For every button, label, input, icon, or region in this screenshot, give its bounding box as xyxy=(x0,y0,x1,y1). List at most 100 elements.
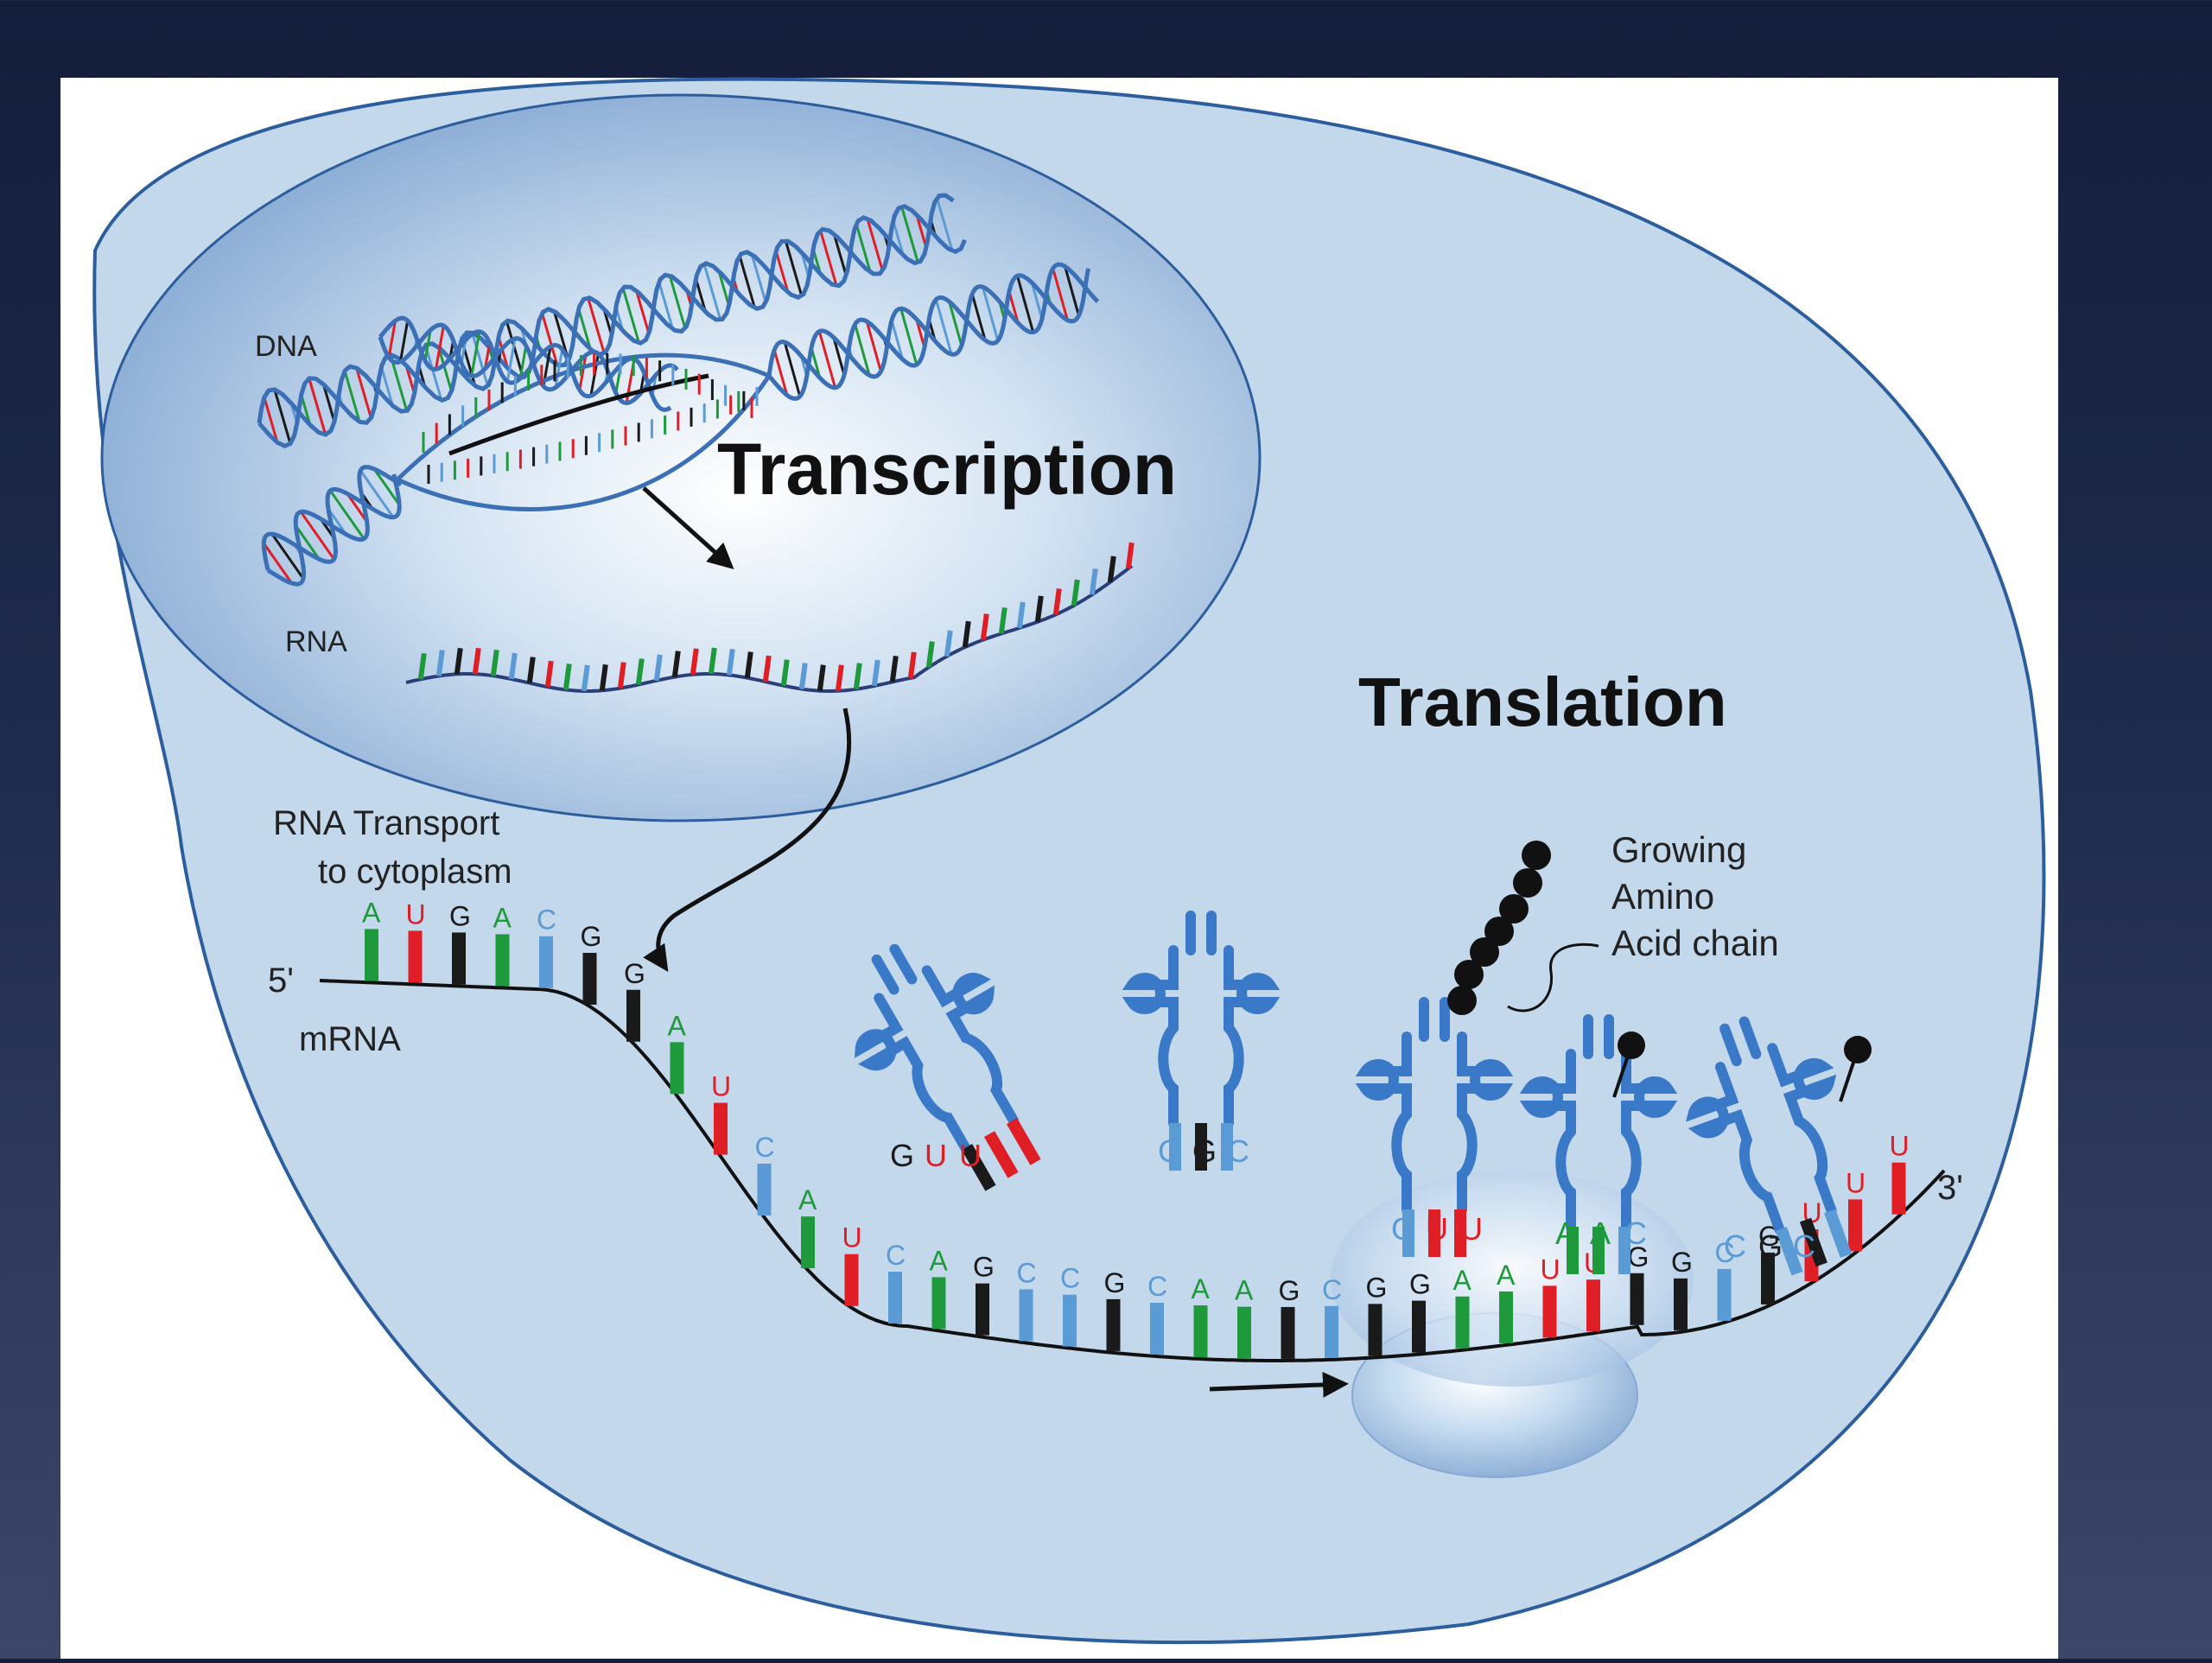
rna-base xyxy=(1107,555,1116,583)
trna-anticodon-letter: C xyxy=(1227,1133,1249,1169)
mrna-base-letter: A xyxy=(1192,1273,1211,1304)
trna-anticodon-base xyxy=(1402,1209,1414,1257)
mrna-base xyxy=(1412,1300,1426,1353)
rna-base xyxy=(1125,542,1135,569)
mrna-base-letter: A xyxy=(1235,1275,1254,1306)
dna-base-pair xyxy=(270,533,305,580)
trna-anticodon-letter: A xyxy=(1555,1216,1576,1251)
dna-base-pair xyxy=(1007,290,1020,324)
trna-anticodon-letter: G xyxy=(890,1138,914,1173)
dna-base-pair xyxy=(892,219,905,256)
dna-base-pair xyxy=(915,318,926,348)
mrna-base-letter: U xyxy=(711,1071,731,1102)
dna-strand xyxy=(257,204,967,437)
rna-base xyxy=(1052,588,1062,615)
trna-body xyxy=(854,943,1019,1153)
trna-anticodon-letter: U xyxy=(925,1138,947,1173)
mrna-base-letter: A xyxy=(1497,1260,1516,1291)
dna-base-pair xyxy=(398,320,410,362)
trna-body xyxy=(1355,997,1514,1215)
growing-chain-label-line2: Amino xyxy=(1611,876,1714,917)
mrna-base xyxy=(626,989,640,1042)
dna-helix-lower-right xyxy=(766,262,1100,402)
trna-anticodon-base xyxy=(1428,1209,1440,1257)
mrna-base xyxy=(714,1102,728,1155)
rna-base xyxy=(472,647,481,675)
dna-base-pair xyxy=(915,214,928,249)
rna-base xyxy=(744,651,753,679)
amino-acid xyxy=(1618,1031,1645,1059)
mrna-base xyxy=(1325,1305,1338,1358)
dna-base-pair xyxy=(784,240,804,297)
transcription-arrow xyxy=(642,486,734,570)
translation-label: Translation xyxy=(1358,663,1727,740)
mrna-backbone xyxy=(319,979,1946,1362)
trna-anticodon-base xyxy=(1567,1227,1579,1274)
mrna-base xyxy=(1368,1304,1382,1356)
rna-base xyxy=(889,655,899,682)
rna-base xyxy=(490,649,499,676)
mrna-base-letter: C xyxy=(755,1132,775,1163)
trna-body xyxy=(1122,911,1281,1128)
rna-base xyxy=(653,654,663,682)
dna-base-pair xyxy=(866,218,884,271)
trna xyxy=(1519,1014,1678,1274)
dna-base-pair xyxy=(694,278,707,313)
trna-body xyxy=(1519,1014,1678,1232)
mrna-base-letter: G xyxy=(1279,1275,1300,1306)
mrna-base xyxy=(757,1163,772,1216)
rna-base xyxy=(835,664,844,692)
rna-base xyxy=(635,658,645,685)
mrna-base xyxy=(1499,1291,1513,1343)
mrna-base-letter: A xyxy=(362,897,381,928)
mrna-base xyxy=(1455,1296,1470,1349)
dna-strand xyxy=(766,268,1091,390)
mrna-base xyxy=(365,929,378,981)
five-prime-label: 5' xyxy=(268,962,294,1000)
rna-base xyxy=(617,662,626,689)
growing-chain-label-line1: Growing xyxy=(1611,829,1746,870)
dna-base-pair xyxy=(621,287,640,344)
mrna-base-letter: C xyxy=(1715,1237,1735,1268)
bubble-rungs xyxy=(422,352,759,484)
trna-anticodon-letter: C xyxy=(1391,1211,1414,1247)
amino-acid-chain xyxy=(1447,841,1551,1015)
mrna-base xyxy=(844,1254,859,1306)
rna-base xyxy=(1034,595,1044,623)
dna-strand xyxy=(261,473,402,571)
dna-base-pair xyxy=(372,468,401,506)
trna-anticodon-base xyxy=(1195,1123,1207,1171)
mrna-base xyxy=(1586,1279,1600,1332)
trna-anticodon-base xyxy=(1775,1227,1803,1276)
amino-acid xyxy=(1470,937,1499,967)
dna-base-pair xyxy=(832,233,848,276)
mrna-base xyxy=(931,1277,946,1330)
amino-acid xyxy=(1522,841,1551,870)
dna-base-pair xyxy=(702,263,722,321)
dna-base-pair xyxy=(299,511,335,561)
dna-base-pair xyxy=(295,524,321,561)
dna-base-pair xyxy=(577,308,592,350)
dna-base-pair xyxy=(819,230,838,287)
mrna-base xyxy=(495,934,510,987)
rna-base xyxy=(980,613,989,641)
mrna-base-letter: G xyxy=(1104,1267,1126,1298)
mrna-base xyxy=(1106,1298,1121,1351)
dna-base-pair xyxy=(1064,265,1080,316)
dna-base-pair xyxy=(379,366,394,407)
dna-base-pair xyxy=(389,354,409,412)
dna-base-pair xyxy=(471,332,489,387)
mrna-base-letter: A xyxy=(930,1245,949,1276)
mrna-base xyxy=(1848,1199,1862,1252)
amino-acid xyxy=(1484,917,1514,946)
dna-base-pair xyxy=(470,331,481,377)
dna-base-pair xyxy=(774,251,790,293)
mrna-base xyxy=(1891,1162,1906,1215)
rna-base xyxy=(599,663,608,691)
trna xyxy=(1355,997,1514,1257)
dna-strand xyxy=(266,465,403,587)
rna-transport-label-line2: to cytoplasm xyxy=(318,853,512,891)
rna-base xyxy=(1071,579,1080,606)
dna-base-pair xyxy=(518,345,528,379)
